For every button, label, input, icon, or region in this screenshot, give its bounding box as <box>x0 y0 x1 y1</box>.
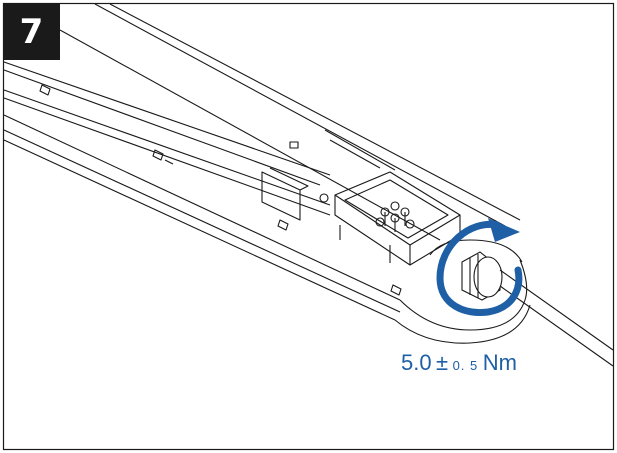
torque-value: 5.0 <box>401 350 432 375</box>
cable-gland <box>461 251 503 301</box>
rotation-arrow-icon <box>436 220 523 317</box>
rotation-arrow-head <box>488 218 520 242</box>
torque-unit: Nm <box>482 350 517 375</box>
luminaire-housing <box>3 3 531 344</box>
torque-specification: 5.0 ± 0. 5 Nm <box>401 348 517 381</box>
torque-tolerance: 0. 5 <box>452 358 479 373</box>
torque-plusminus: ± <box>436 350 449 375</box>
step-number-badge: 7 <box>3 3 60 60</box>
